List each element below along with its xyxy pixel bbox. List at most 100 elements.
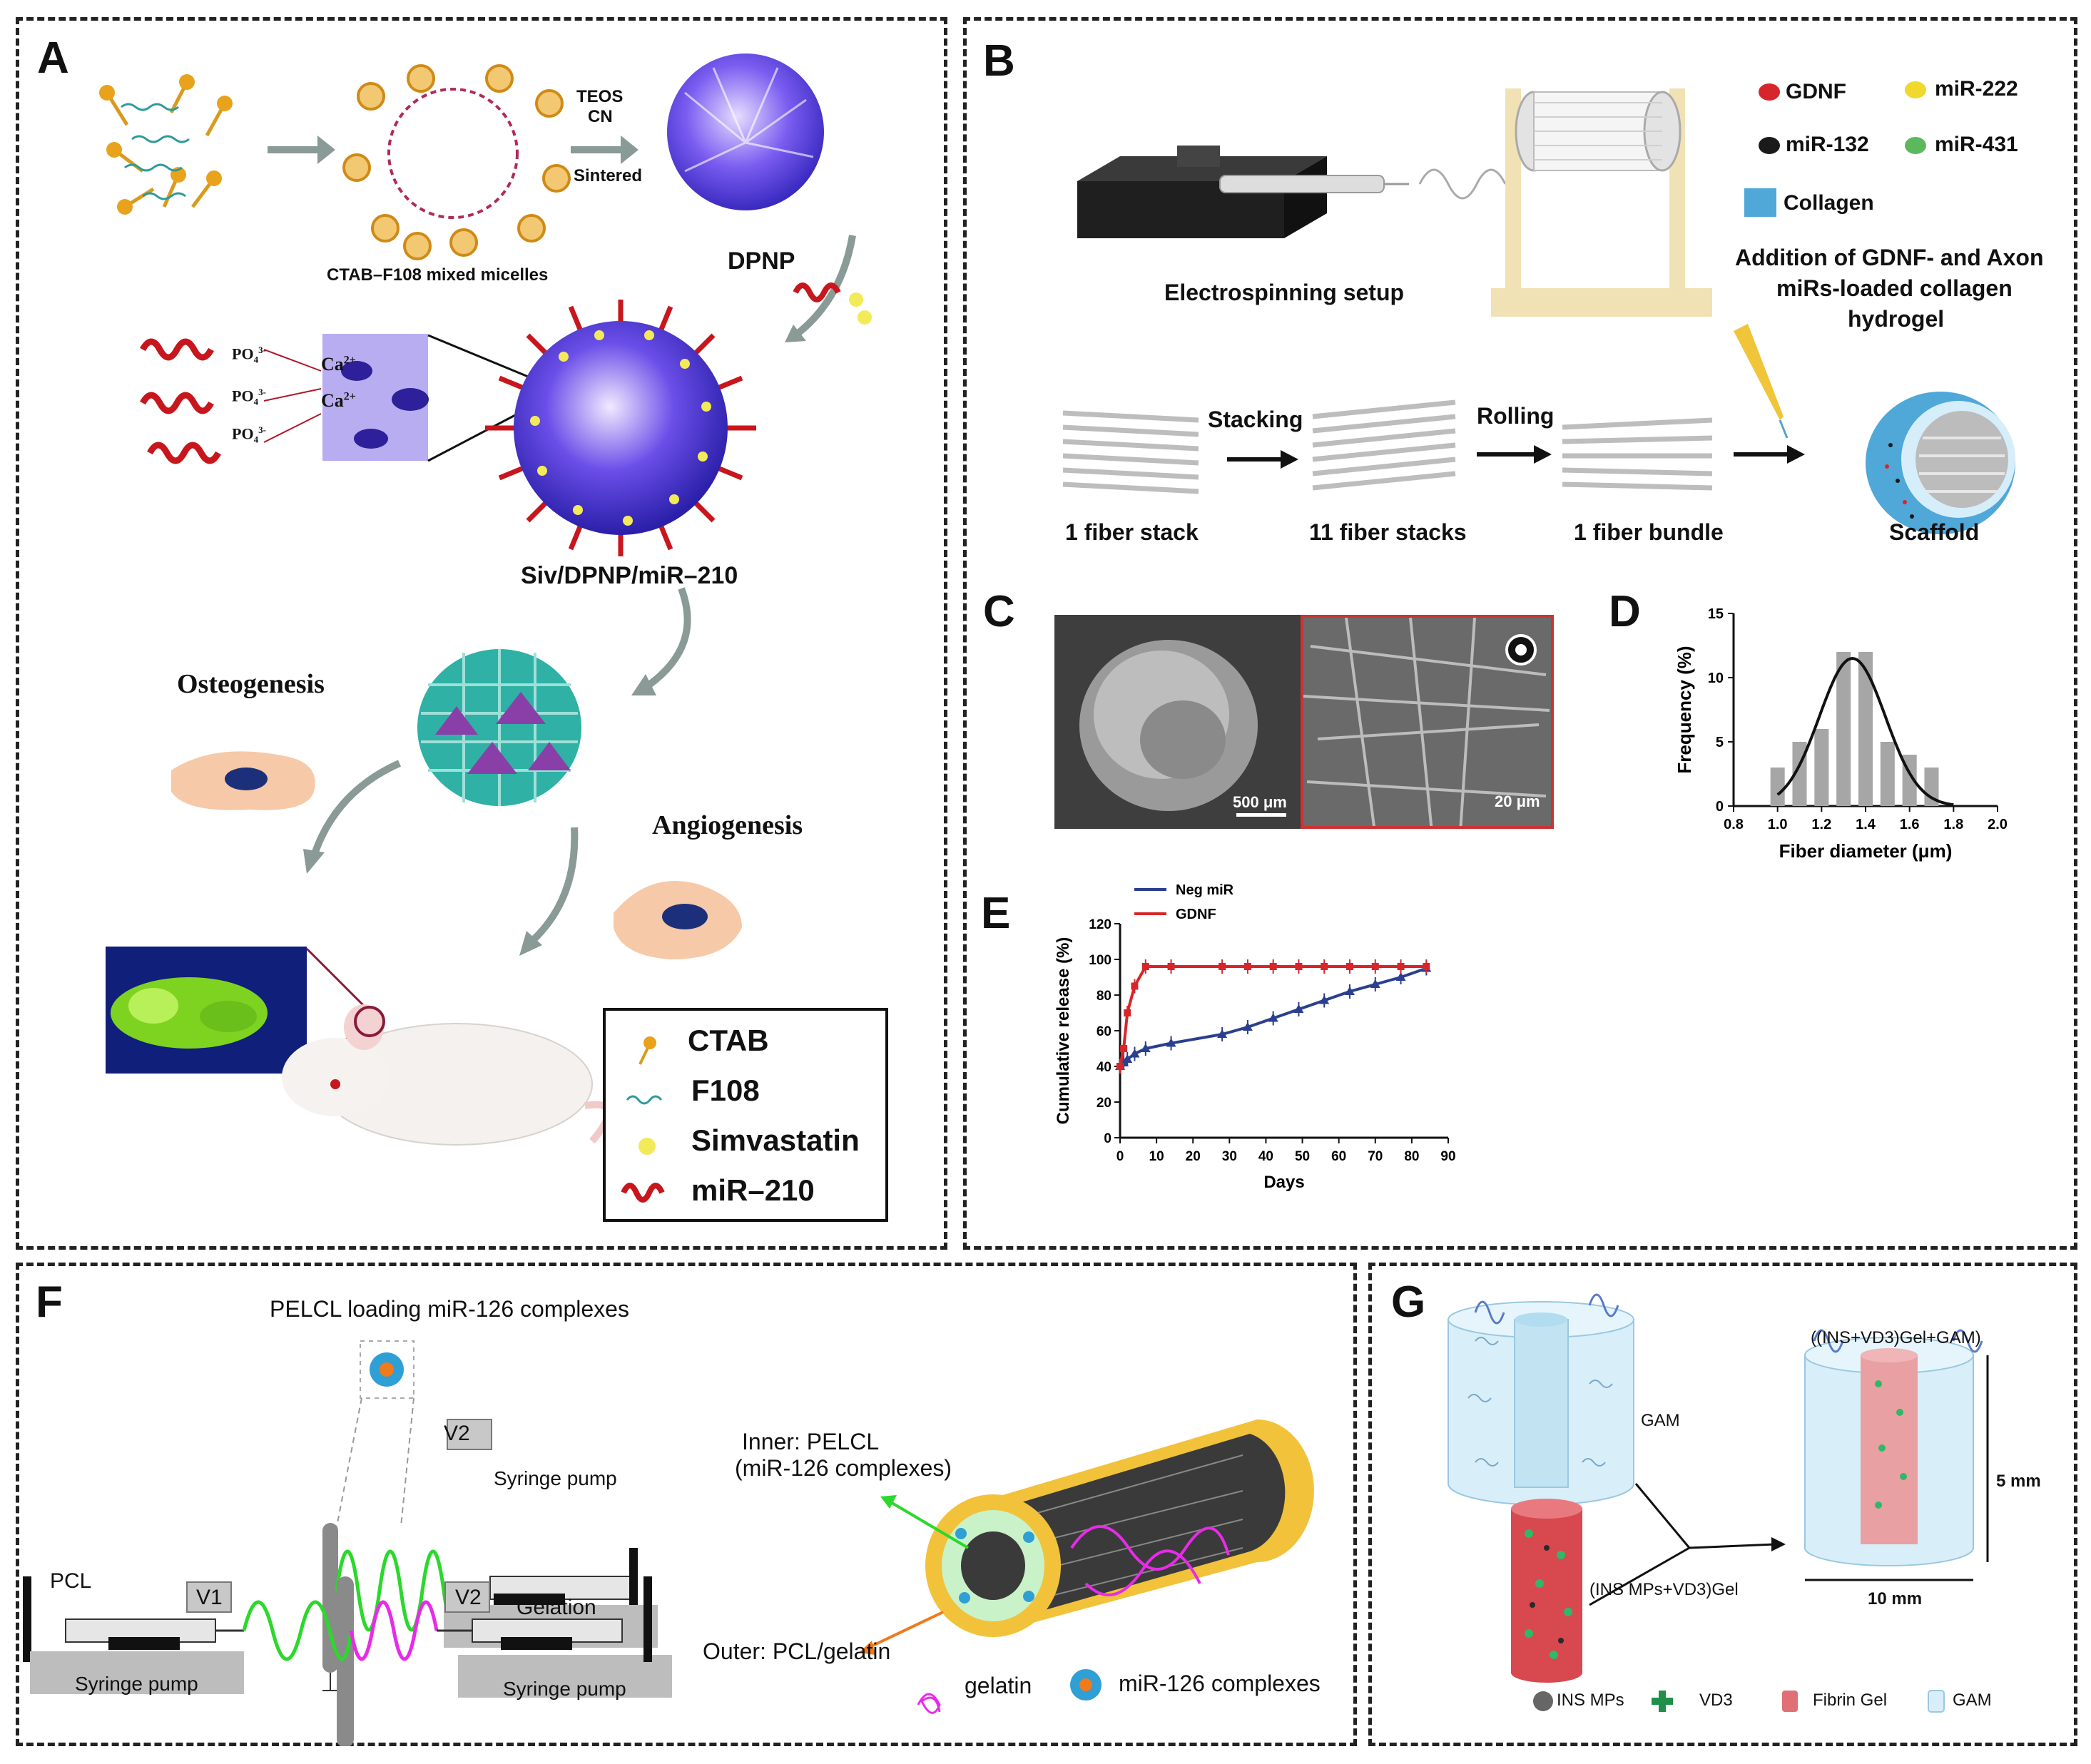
- y-tick-label: 10: [1708, 671, 1724, 686]
- panel-g: [1368, 1263, 2077, 1746]
- x-tick-label: 2.0: [1988, 817, 2008, 832]
- data-point: [1219, 963, 1226, 970]
- panel-label-d: D: [1609, 587, 1641, 636]
- legend-fibrin: Fibrin Gel: [1813, 1691, 1888, 1710]
- data-point: [1295, 963, 1303, 970]
- dpnp-sphere: [667, 53, 824, 210]
- syringe-pump-upper: Syringe pump: [494, 1467, 617, 1489]
- pelcl-title: PELCL loading miR-126 complexes: [270, 1296, 629, 1322]
- data-point: [1268, 1013, 1278, 1022]
- legend-label: GDNF: [1176, 907, 1216, 922]
- stacking-label: Stacking: [1208, 407, 1303, 432]
- y-tick-label: 20: [1097, 1096, 1111, 1111]
- data-point: [1370, 979, 1380, 988]
- x-tick-label: 0: [1116, 1149, 1124, 1164]
- data-point: [1269, 963, 1277, 970]
- fiber-jet-magenta: [349, 1600, 439, 1661]
- panel-label-b: B: [983, 36, 1015, 86]
- panel-label-a: A: [37, 34, 69, 83]
- teos-label: TEOS: [576, 87, 624, 106]
- data-point: [1217, 1029, 1228, 1038]
- data-point: [1242, 1022, 1253, 1031]
- data-point: [1346, 963, 1353, 970]
- composite-cylinder: [1804, 1329, 1983, 1566]
- po4-label-2: PO43-: [232, 387, 266, 407]
- y-tick-label: 0: [1716, 799, 1724, 815]
- sem-image-cross-section: 500 μm: [1054, 615, 1301, 829]
- angiogenesis-label: Angiogenesis: [652, 810, 803, 840]
- ca-label-2: Ca2+: [321, 390, 356, 411]
- x-tick-label: 1.4: [1856, 817, 1876, 832]
- angio-cell: [614, 881, 742, 959]
- gel-label: (INS MPs+VD3)Gel: [1589, 1580, 1739, 1599]
- data-point: [1140, 1044, 1151, 1052]
- gelation-label: Gelation: [517, 1596, 596, 1619]
- legend-mir132: miR-132: [1786, 133, 1869, 156]
- legend-gdnf: GDNF: [1786, 80, 1846, 103]
- ctab-f108-molecules: [99, 74, 233, 215]
- data-point: [1397, 963, 1405, 970]
- osteo-cell: [171, 751, 315, 810]
- gam-cylinder: [1448, 1293, 1634, 1506]
- rolling-label: Rolling: [1477, 403, 1555, 429]
- width-label: 10 mm: [1868, 1589, 1923, 1608]
- fiber-jet-green: [242, 1600, 353, 1661]
- dpnp-label: DPNP: [728, 248, 795, 275]
- x-tick-label: 10: [1149, 1149, 1164, 1164]
- po4-label-3: PO43-: [232, 424, 266, 445]
- legend-dot-mir132: [1759, 137, 1780, 154]
- conduit: [925, 1419, 1314, 1637]
- scaffold-label: Scaffold: [1889, 519, 1980, 545]
- x-tick-label: 0.8: [1724, 817, 1744, 832]
- outer-label: Outer: PCL/gelatin: [703, 1638, 891, 1664]
- sem-image-zoom: 20 μm: [1301, 615, 1554, 829]
- scale-bar-20: 20 μm: [1495, 792, 1540, 810]
- sintered-label: Sintered: [574, 166, 643, 185]
- x-tick-label: 80: [1404, 1149, 1419, 1164]
- gam-label: GAM: [1641, 1411, 1680, 1430]
- legend-gelatin: gelatin: [965, 1673, 1032, 1698]
- fiber-stack-label: 1 fiber stack: [1065, 519, 1199, 545]
- legend-mir222: miR-222: [1935, 77, 2018, 101]
- v2-upper: V2: [444, 1422, 470, 1445]
- x-tick-label: 1.2: [1811, 817, 1831, 832]
- legend-dot-mir222: [1905, 81, 1926, 98]
- panel-f-artwork: [23, 1340, 1314, 1746]
- data-point: [1345, 986, 1355, 995]
- panel-label-g: G: [1391, 1278, 1426, 1327]
- gel-cylinder: [1511, 1499, 1582, 1683]
- x-tick-label: 1.6: [1900, 817, 1920, 832]
- x-tick-label: 70: [1368, 1149, 1383, 1164]
- pcl-label: PCL: [50, 1569, 92, 1593]
- y-tick-label: 60: [1097, 1024, 1111, 1039]
- panel-f: [16, 1263, 1357, 1746]
- mouse: [282, 1004, 612, 1146]
- x-tick-label: 90: [1440, 1149, 1455, 1164]
- scaffold-block: [417, 649, 581, 806]
- y-tick-label: 120: [1089, 917, 1111, 932]
- legend-collagen: Collagen: [1784, 191, 1874, 215]
- data-point: [1423, 963, 1430, 970]
- v2-lower: V2: [455, 1586, 482, 1609]
- mirna-strands: [140, 338, 221, 464]
- data-point: [1116, 1063, 1124, 1070]
- sem-bundle: [1079, 640, 1258, 811]
- panel-label-e: E: [981, 889, 1011, 938]
- y-tick-label: 0: [1104, 1131, 1111, 1146]
- legend-mir126: miR-126 complexes: [1119, 1671, 1321, 1696]
- x-tick-label: 1.8: [1943, 817, 1963, 832]
- syringe-pump-right: Syringe pump: [503, 1678, 626, 1700]
- data-point: [1122, 1054, 1133, 1063]
- panel-a-artwork: [99, 53, 872, 1146]
- y-tick-label: 15: [1708, 606, 1724, 622]
- data-point: [1129, 1049, 1140, 1058]
- height-label: 5 mm: [1996, 1472, 2041, 1491]
- x-tick-label: 30: [1222, 1149, 1237, 1164]
- addition-line-2: miRs-loaded collagen: [1776, 275, 2013, 301]
- legend-dot-mir431: [1905, 137, 1926, 154]
- data-point: [1319, 995, 1330, 1004]
- legend-gam: GAM: [1953, 1691, 1992, 1710]
- histogram-bar: [1770, 768, 1785, 806]
- inner-line-2: (miR-126 complexes): [735, 1455, 952, 1481]
